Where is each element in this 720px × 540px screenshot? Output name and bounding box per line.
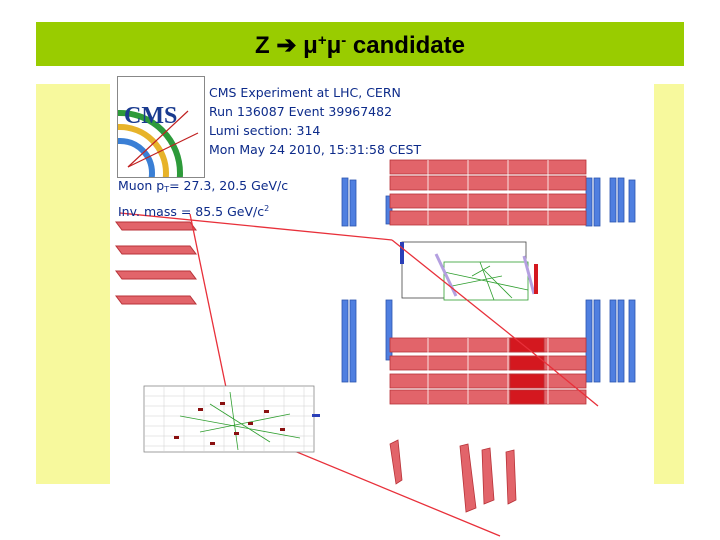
title-text: candidate	[346, 32, 465, 59]
endcap-chambers	[389, 439, 517, 513]
invariant-mass-superscript: 2	[264, 204, 270, 213]
cms-logo: CMS	[117, 76, 205, 178]
title-mu: μ	[326, 32, 342, 59]
inner-tracker-view	[400, 241, 538, 301]
event-datetime: Mon May 24 2010, 15:31:58 CEST	[209, 142, 422, 157]
tracker-longitudinal-view	[143, 385, 320, 453]
invariant-mass: Inv. mass = 85.5 GeV/c2	[118, 199, 288, 221]
title-text: Z	[255, 32, 277, 59]
title-plus: +	[317, 32, 327, 49]
side-panel-right	[654, 84, 684, 484]
invariant-mass-label: Inv. mass = 85.5 GeV/c	[118, 204, 265, 219]
muon-pt: Muon pT= 27.3, 20.5 GeV/c	[118, 176, 288, 199]
muon-chambers-left	[115, 221, 197, 305]
side-panel-left	[36, 84, 110, 484]
muon-pt-label: Muon p	[118, 178, 165, 193]
slide-title: Z ➔ μ+μ- candidate	[36, 22, 684, 66]
barrel-chambers	[341, 177, 636, 383]
event-info: CMS Experiment at LHC, CERN Run 136087 E…	[209, 83, 421, 159]
cms-experiment-logo-icon	[118, 110, 199, 177]
experiment-name: CMS Experiment at LHC, CERN	[209, 85, 401, 100]
title-minus: -	[341, 32, 347, 49]
right-arrow-icon: ➔	[276, 32, 297, 59]
top-chambers	[389, 159, 587, 405]
event-display: CMS CMS Experiment at LHC, CERN Run 1360…	[110, 66, 654, 540]
cms-wordmark: CMS	[124, 103, 178, 129]
event-display-graphic	[115, 159, 636, 537]
muon-pt-values: = 27.3, 20.5 GeV/c	[169, 178, 289, 193]
title-mu: μ	[296, 32, 318, 59]
muon-pt-subscript: T	[164, 185, 170, 194]
title-bar: Z ➔ μ+μ- candidate	[36, 22, 684, 66]
lumi-section: Lumi section: 314	[209, 123, 321, 138]
muon-info: Muon pT= 27.3, 20.5 GeV/c Inv. mass = 85…	[118, 176, 288, 221]
run-event-number: Run 136087 Event 39967482	[209, 104, 393, 119]
